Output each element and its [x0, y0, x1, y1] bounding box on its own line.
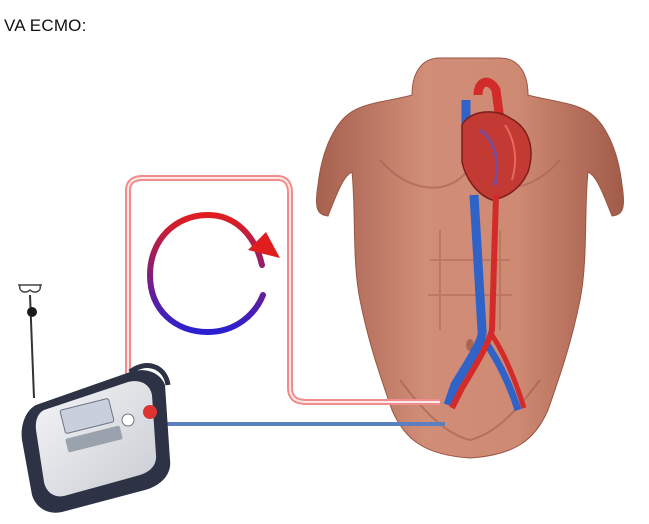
iv-pole-icon — [18, 285, 42, 398]
flow-cycle-arc — [150, 215, 263, 332]
pump-head — [143, 405, 157, 419]
console-knob — [122, 414, 134, 426]
ecmo-console-icon — [22, 366, 171, 513]
circular-arrow-icon — [150, 215, 280, 332]
